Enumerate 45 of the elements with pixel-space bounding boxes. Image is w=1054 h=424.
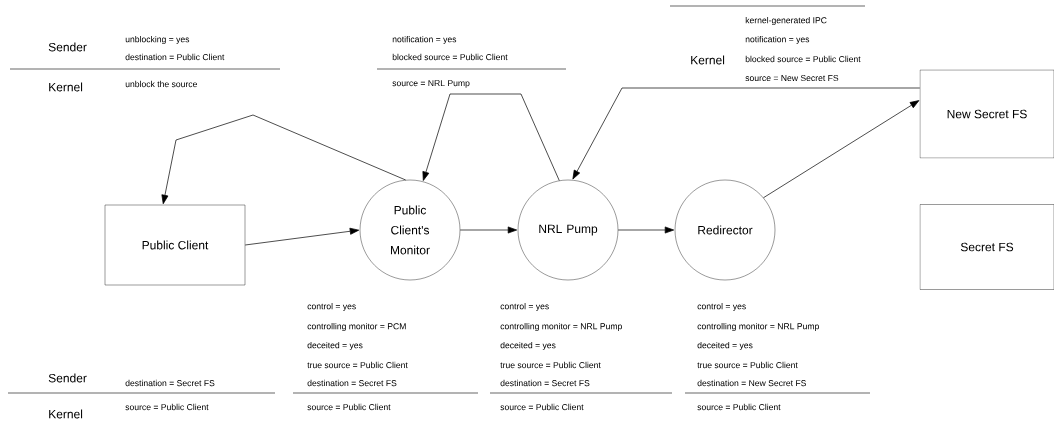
- field-text: destination = Public Client: [125, 53, 225, 61]
- arrow: [244, 227, 360, 246]
- process-box: New Secret FS: [919, 69, 1054, 159]
- field-text: controlling monitor = NRL Pump: [500, 323, 622, 331]
- arrow: [572, 87, 921, 180]
- arrow: [459, 226, 518, 234]
- row-label: Sender: [48, 42, 87, 52]
- arrow: [617, 226, 675, 234]
- field-text: kernel-generated IPC: [745, 17, 827, 25]
- field-text: notification = yes: [392, 36, 457, 44]
- field-text: destination = Secret FS: [307, 379, 397, 387]
- field-text: source = Public Client: [697, 403, 781, 411]
- field-text: controlling monitor = NRL Pump: [697, 323, 819, 331]
- field-text: unblocking = yes: [125, 36, 190, 44]
- field-text: notification = yes: [745, 36, 810, 44]
- process-box: Public Client: [104, 204, 246, 286]
- row-label: Kernel: [49, 82, 83, 92]
- field-text: source = New Secret FS: [745, 74, 839, 82]
- field-text: control = yes: [697, 303, 746, 311]
- arrow: [161, 114, 406, 205]
- arrow: [763, 100, 920, 199]
- field-text: source = Public Client: [500, 403, 584, 411]
- field-text: deceited = yes: [307, 342, 363, 350]
- field-text: blocked source = Public Client: [392, 53, 508, 61]
- row-label: Kernel: [49, 409, 83, 419]
- field-text: controlling monitor = PCM: [307, 323, 406, 331]
- row-label: Sender: [48, 373, 87, 383]
- row-label: Kernel: [691, 55, 725, 65]
- field-text: deceited = yes: [697, 342, 753, 350]
- field-text: true source = Public Client: [307, 361, 408, 369]
- field-text: destination = Secret FS: [125, 379, 215, 387]
- field-text: source = Public Client: [307, 403, 391, 411]
- field-text: destination = New Secret FS: [697, 379, 806, 387]
- field-text: blocked source = Public Client: [745, 55, 861, 63]
- field-text: unblock the source: [125, 80, 197, 88]
- field-text: control = yes: [307, 303, 356, 311]
- field-text: true source = Public Client: [500, 361, 601, 369]
- field-text: destination = Secret FS: [500, 379, 590, 387]
- field-text: control = yes: [500, 303, 549, 311]
- field-text: source = NRL Pump: [392, 80, 470, 88]
- field-text: true source = Public Client: [697, 361, 798, 369]
- arrow: [422, 93, 560, 181]
- process-box: Secret FS: [919, 204, 1054, 290]
- field-text: source = Public Client: [125, 403, 209, 411]
- field-text: deceited = yes: [500, 342, 556, 350]
